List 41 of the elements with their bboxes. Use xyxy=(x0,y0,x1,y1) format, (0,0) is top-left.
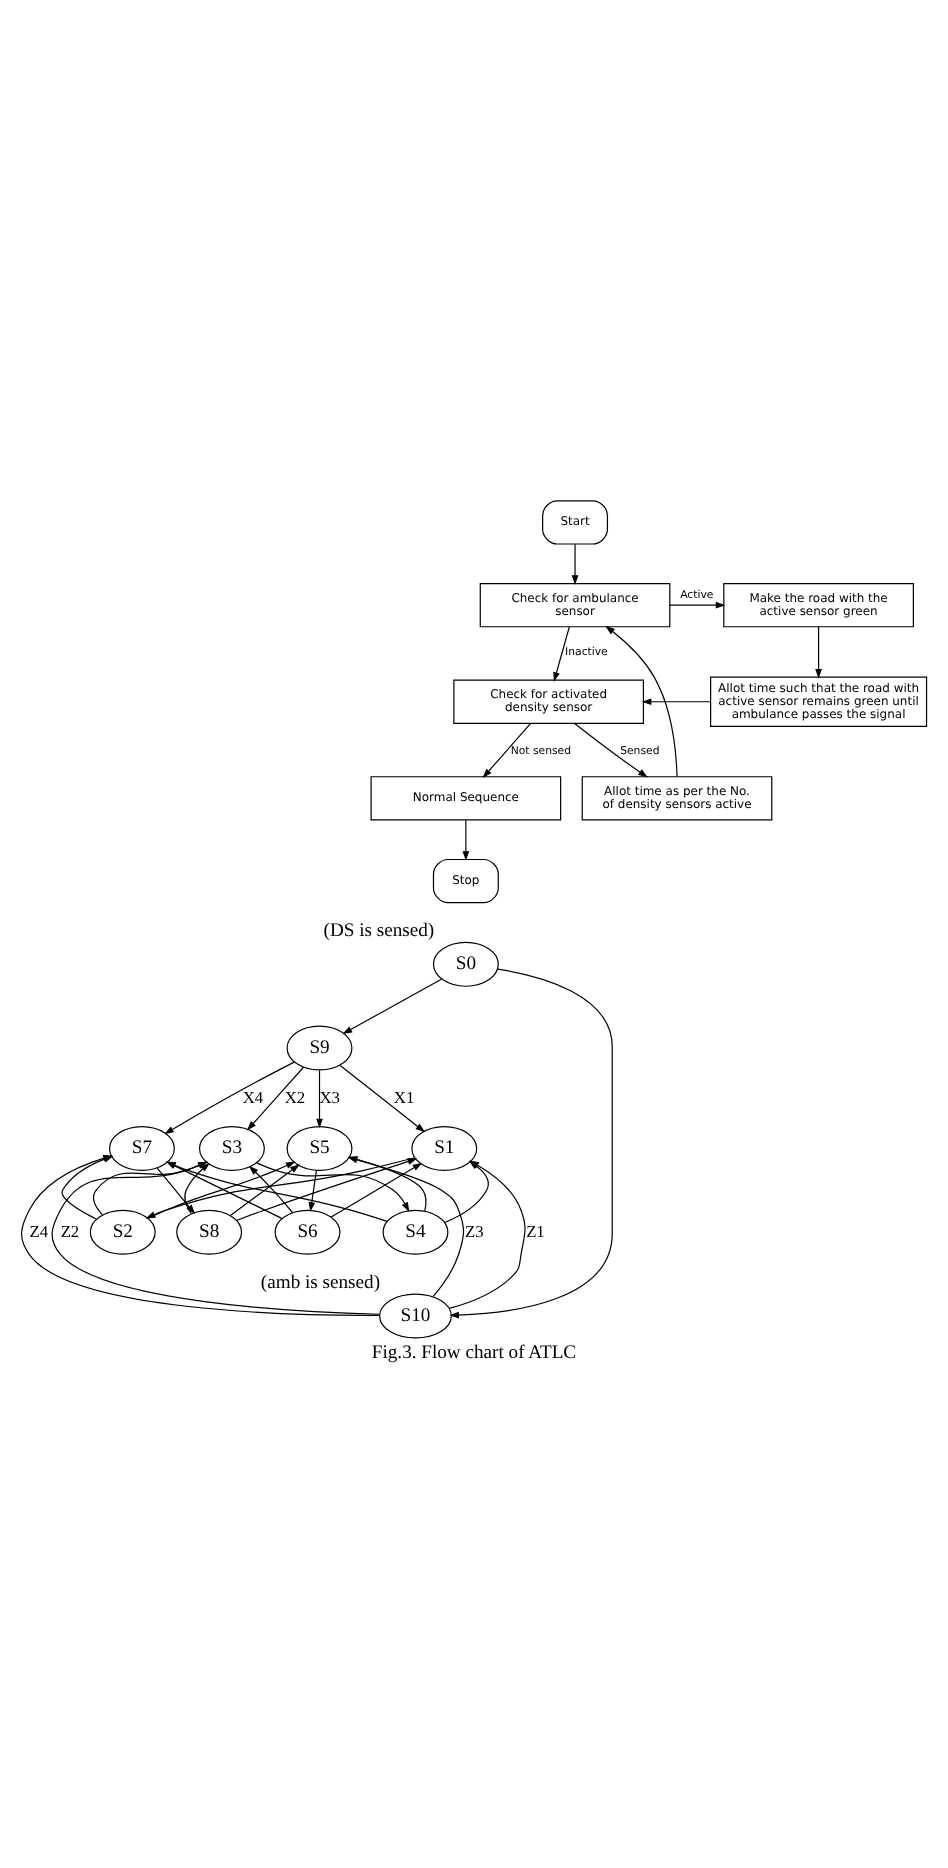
arrow xyxy=(184,1161,210,1214)
node-ellipse: S6 xyxy=(274,1208,341,1254)
edge-label: X3 xyxy=(319,1087,340,1106)
edge-label: X1 xyxy=(393,1087,415,1106)
arrow xyxy=(308,1169,318,1211)
edge-label: X4 xyxy=(242,1087,264,1106)
node-ellipse: S10 xyxy=(379,1292,452,1338)
arrow xyxy=(235,1157,418,1221)
arrow xyxy=(247,1065,305,1130)
arrow xyxy=(669,600,726,608)
arrow xyxy=(156,1166,196,1214)
node-ellipse: S8 xyxy=(176,1208,243,1254)
arrow xyxy=(605,624,678,777)
arrow xyxy=(229,1163,300,1215)
arrow xyxy=(574,721,648,777)
edge-label: Z1 xyxy=(526,1221,545,1240)
arrow xyxy=(449,967,613,1318)
arrow xyxy=(347,1155,427,1211)
arrow xyxy=(347,1155,465,1296)
arrow xyxy=(330,1161,423,1217)
node-label: (amb is sensed) xyxy=(260,1270,381,1293)
node-ellipse: S4 xyxy=(382,1208,449,1254)
arrow xyxy=(482,721,532,778)
arrow xyxy=(316,1068,323,1128)
arrow xyxy=(462,818,470,860)
arrow xyxy=(342,977,442,1034)
arrow xyxy=(641,697,712,705)
arrow xyxy=(571,542,579,584)
caption: Fig.3. Flow chart of ATLC xyxy=(371,1341,577,1364)
arrow xyxy=(815,625,822,678)
edge-label: X2 xyxy=(284,1087,306,1106)
arrow xyxy=(256,1161,410,1211)
node-label: (DS is sensed) xyxy=(323,919,435,942)
arrow xyxy=(553,625,570,681)
node-ellipse: S0 xyxy=(432,940,499,986)
edge-label: Z2 xyxy=(60,1221,80,1240)
edge-label: Z3 xyxy=(464,1221,484,1240)
arrow xyxy=(248,1164,293,1212)
arrow xyxy=(339,1063,426,1132)
arrow xyxy=(164,1060,295,1134)
edge-label: Z4 xyxy=(29,1221,49,1240)
